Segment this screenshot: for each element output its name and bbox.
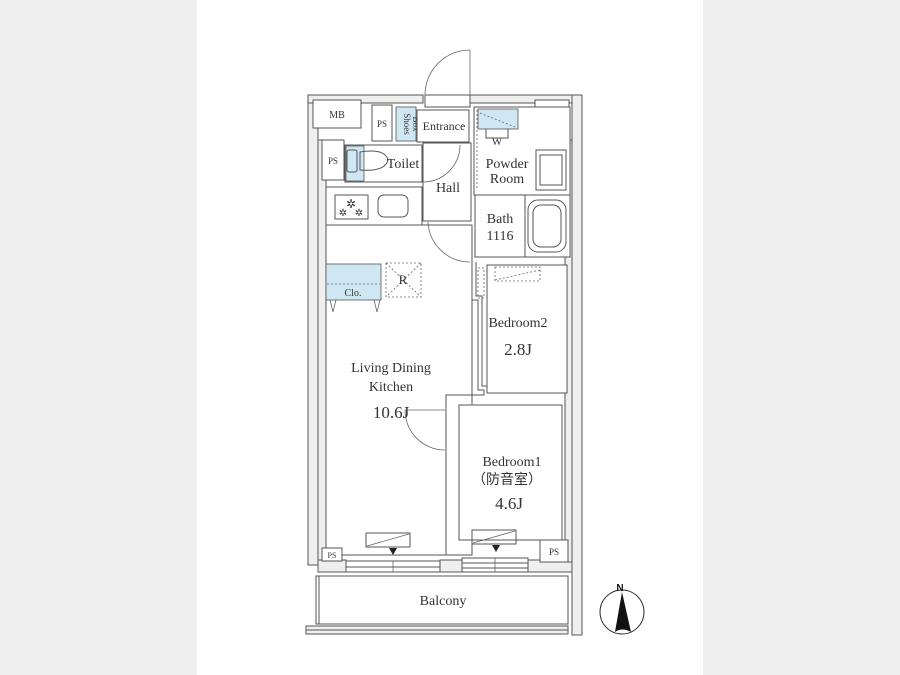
aircon-bedroom1-arrow-icon: [492, 545, 500, 552]
kitchen-sink: [377, 194, 409, 218]
balcony-handrail-1: [305, 625, 569, 631]
shoes-box-label-2: Box: [411, 116, 421, 132]
shoes-box: [395, 106, 417, 142]
ldk-label-1: Living Dining: [351, 361, 431, 376]
stove: [334, 194, 369, 220]
bedroom2-door-track: [477, 267, 485, 299]
balcony-left-rail: [315, 575, 320, 625]
ps-left-label: PS: [328, 156, 338, 166]
ps-top-label: PS: [377, 119, 387, 129]
bedroom1-door-swing: [404, 409, 446, 451]
toilet-fixture-area: [345, 145, 365, 182]
toilet-door-swing: [422, 144, 461, 183]
ps-bottom-left-box: [321, 547, 343, 562]
balcony-handrail-2: [305, 629, 569, 635]
aircon-ldk-arrow-icon: [389, 548, 397, 555]
entrance-label: Entrance: [423, 119, 466, 133]
bathtub: [527, 199, 567, 253]
burner-icon: ✲: [339, 208, 347, 219]
ldk-area-value: 10.6J: [373, 403, 410, 422]
refrigerator-diag-2: [385, 262, 422, 298]
bath-size: 1116: [487, 229, 514, 244]
wall-left-inner: [317, 139, 327, 571]
wall-bottom-b: [439, 559, 463, 573]
bedroom1-label: Bedroom1: [482, 455, 541, 470]
ldk-label-2: Kitchen: [369, 380, 413, 395]
north-arrow-icon: [615, 592, 631, 632]
mb-left-label: MB: [329, 110, 345, 121]
toilet-bowl: [359, 150, 389, 171]
partition-wall: [445, 262, 485, 555]
bedroom1-area: 4.6J: [495, 494, 523, 513]
closet-label: Clo.: [345, 288, 362, 299]
aircon-bedroom1-diag: [472, 530, 516, 544]
mb-left-box: [312, 99, 362, 129]
wall-top-left: [307, 94, 424, 104]
bedroom1-note: （防音室）: [472, 471, 542, 488]
burner-icon: ✲: [355, 208, 363, 219]
ps-left-box: [321, 139, 345, 181]
refrigerator-space: [385, 262, 422, 298]
entrance-door-swing: [424, 49, 471, 96]
balcony: [315, 575, 569, 625]
aircon-ldk: [365, 532, 411, 548]
hall-area: [422, 142, 472, 222]
compass-north-label: N: [616, 583, 623, 594]
wall-right: [571, 94, 583, 636]
aircon-ldk-diag: [366, 533, 410, 547]
bedroom2-area: 2.8J: [504, 340, 532, 359]
closet-door-marks: [329, 299, 381, 313]
bathtub-inner: [532, 204, 562, 248]
bedroom2-label: Bedroom2: [488, 316, 547, 331]
wall-bottom-a: [317, 559, 347, 573]
balcony-label: Balcony: [420, 594, 467, 609]
ps-bottom-right-label: PS: [549, 547, 559, 557]
vanity-sink: [535, 149, 567, 191]
powder-room-label-2: Room: [490, 172, 524, 187]
refrigerator-label: R: [399, 272, 408, 287]
wall-left: [307, 94, 319, 566]
bedroom1: [458, 404, 563, 541]
burner-icon: ✲: [346, 197, 356, 211]
partition-wall-inner: [475, 262, 488, 387]
north-compass: N: [599, 583, 645, 635]
aircon-bedroom1: [471, 529, 517, 545]
window-ldk: [345, 560, 441, 573]
window-bedroom1: [461, 557, 529, 573]
toilet-label: Toilet: [387, 157, 420, 172]
bedroom2-closet: [494, 266, 541, 282]
bedroom2: [486, 264, 568, 394]
washer-label: W: [492, 136, 503, 148]
hall-door-swing: [427, 221, 471, 263]
ps-bottom-left-label: PS: [328, 551, 337, 560]
powder-room-label-1: Powder: [486, 157, 529, 172]
ps-top-box: [371, 104, 393, 142]
ps-bottom-right-box: [539, 539, 569, 563]
shoes-box-label-1: Shoes: [402, 113, 412, 135]
hall-label: Hall: [436, 181, 460, 196]
vanity-basin: [539, 154, 563, 186]
entrance-area: [416, 109, 470, 143]
bath-label: Bath: [487, 212, 513, 227]
washer-pan: [477, 108, 519, 130]
closet: [325, 263, 382, 301]
washer-outline: [485, 129, 509, 139]
ldk-area: [325, 224, 473, 556]
toilet-tank: [346, 149, 358, 173]
entrance-door-frame: [424, 94, 471, 108]
